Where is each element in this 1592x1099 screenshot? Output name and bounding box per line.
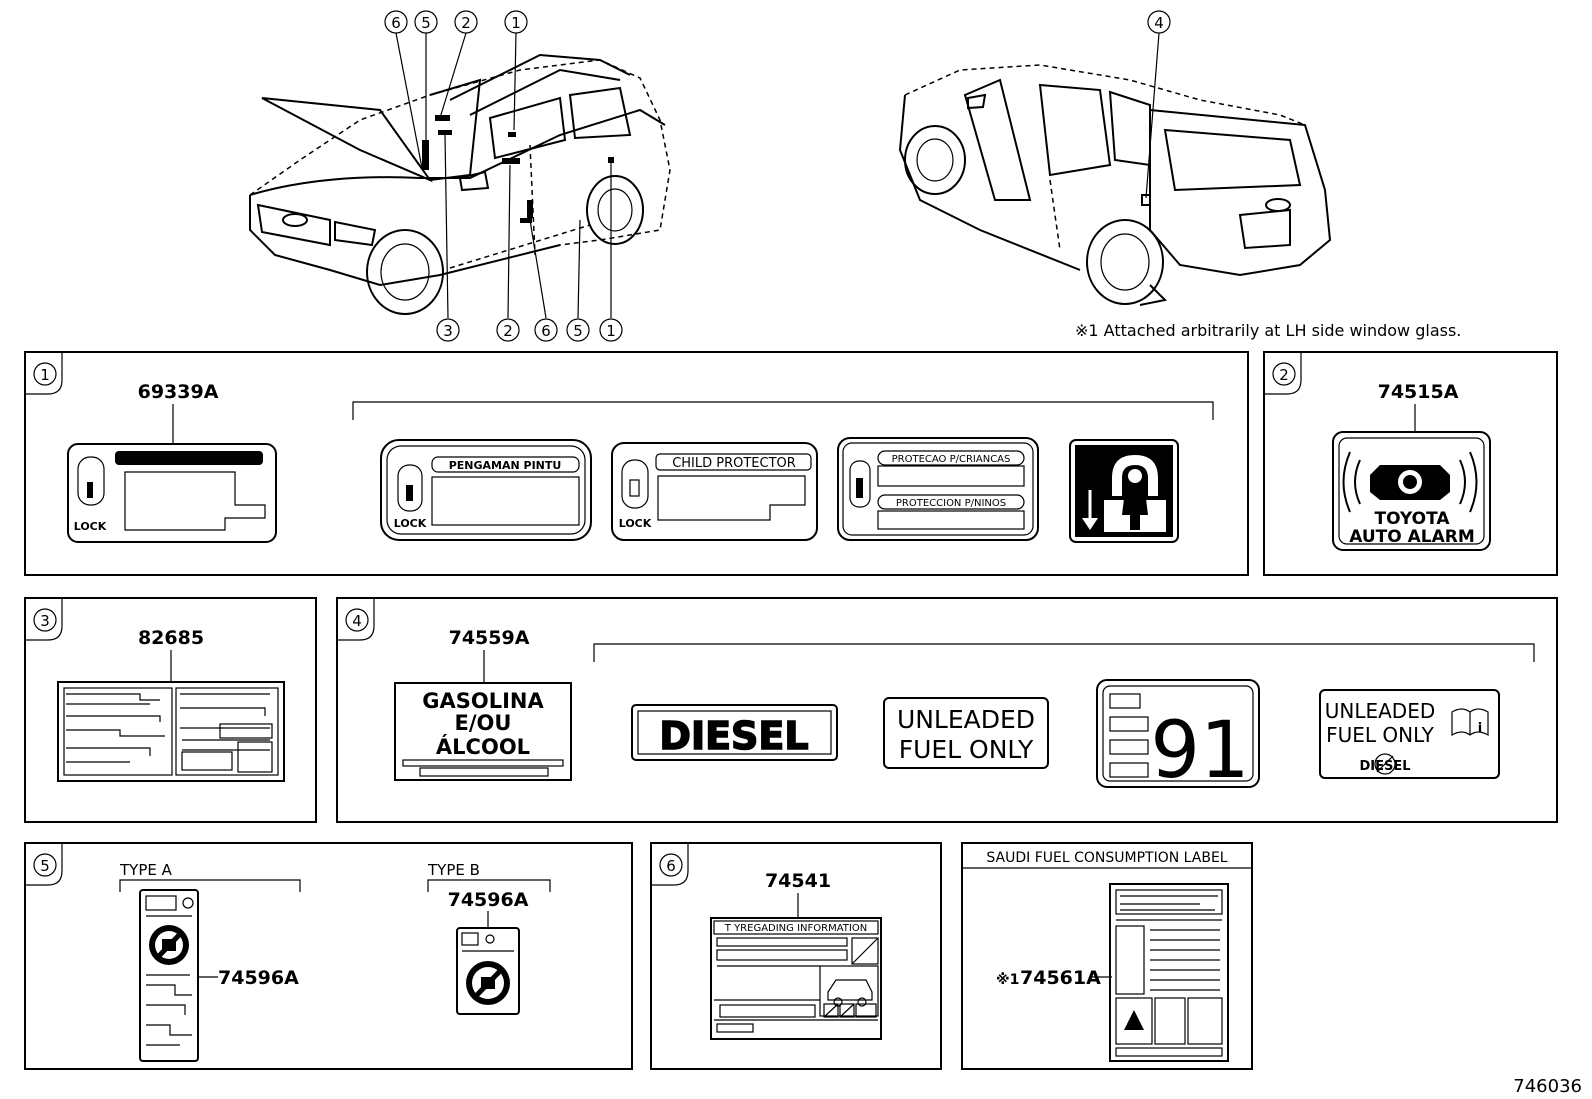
svg-text:i: i (1478, 721, 1482, 736)
panel-2: 2 74515A TOYOTA AUTO ALARM (1263, 351, 1558, 576)
svg-text:UNLEADED: UNLEADED (897, 705, 1035, 734)
svg-text:TOYOTA: TOYOTA (1374, 509, 1450, 529)
svg-text:TYPE B: TYPE B (427, 861, 480, 879)
svg-text:TYPE A: TYPE A (119, 861, 173, 879)
svg-text:PROTECAO P/CRIANCAS: PROTECAO P/CRIANCAS (892, 454, 1011, 465)
diagram-number: 746036 (1513, 1076, 1582, 1097)
callout-6: 6 (391, 14, 401, 32)
part-82685: 82685 (138, 627, 204, 649)
part-69339A: 69339A (138, 381, 219, 403)
callout-1-bottom: 1 (606, 322, 616, 340)
svg-text:DIESEL: DIESEL (1359, 759, 1410, 774)
panel-7: SAUDI FUEL CONSUMPTION LABEL ※1 74561A (961, 842, 1253, 1070)
callout-5: 5 (421, 14, 431, 32)
car-front-view (249, 10, 671, 342)
svg-text:LOCK: LOCK (74, 520, 107, 533)
svg-text:AUTO ALARM: AUTO ALARM (1349, 527, 1475, 547)
svg-text:1: 1 (40, 366, 50, 384)
attachment-note: ※1 Attached arbitrarily at LH side windo… (1075, 321, 1461, 340)
svg-text:GASOLINA: GASOLINA (422, 689, 544, 713)
callout-5-bottom: 5 (573, 322, 583, 340)
svg-text:DIESEL: DIESEL (659, 714, 808, 758)
svg-text:2: 2 (1279, 366, 1289, 384)
callout-4: 4 (1154, 14, 1164, 32)
svg-text:4: 4 (352, 612, 362, 630)
part-74561A: 74561A (1020, 967, 1101, 989)
callout-2-bottom: 2 (503, 322, 513, 340)
svg-text:FUEL ONLY: FUEL ONLY (1326, 723, 1434, 747)
svg-text:LOCK: LOCK (619, 517, 652, 530)
svg-text:FUEL ONLY: FUEL ONLY (899, 735, 1034, 764)
svg-text:ÁLCOOL: ÁLCOOL (436, 734, 530, 759)
callout-1: 1 (511, 14, 521, 32)
svg-text:UNLEADED: UNLEADED (1325, 699, 1436, 723)
panel-5: 5 TYPE A TYPE B 74596A 74596A (24, 842, 633, 1070)
svg-text:E/OU: E/OU (455, 711, 512, 735)
svg-text:※1: ※1 (996, 972, 1019, 988)
part-74541: 74541 (765, 870, 831, 892)
svg-text:CHILD PROTECTOR: CHILD PROTECTOR (672, 456, 796, 471)
callout-3-bottom: 3 (443, 322, 453, 340)
svg-text:3: 3 (40, 612, 50, 630)
car-rear-view (898, 10, 1332, 306)
panel-6: 6 74541 T YREGADING INFORMATION (650, 842, 942, 1070)
svg-text:6: 6 (666, 857, 676, 875)
callout-6-bottom: 6 (541, 322, 551, 340)
saudi-label-title: SAUDI FUEL CONSUMPTION LABEL (986, 850, 1227, 866)
svg-text:PROTECCION P/NINOS: PROTECCION P/NINOS (896, 498, 1006, 509)
svg-text:5: 5 (40, 857, 50, 875)
svg-text:74596A: 74596A (218, 967, 299, 989)
svg-text:PENGAMAN PINTU: PENGAMAN PINTU (449, 459, 562, 472)
svg-text:91: 91 (1150, 706, 1249, 796)
svg-text:LOCK: LOCK (394, 517, 427, 530)
panel-1: 1 69339A ฉอถ ฉรฉจ LOCK PENGAMAN PINTU LO… (24, 351, 1249, 576)
callout-2: 2 (461, 14, 471, 32)
svg-text:T YREGADING INFORMATION: T YREGADING INFORMATION (724, 923, 867, 934)
svg-text:74596A: 74596A (448, 889, 529, 911)
panel-3: 3 82685 (24, 597, 317, 823)
svg-text:ฉอถ ฉรฉจ: ฉอถ ฉรฉจ (161, 451, 218, 465)
part-74559A: 74559A (449, 627, 530, 649)
part-74515A: 74515A (1378, 381, 1459, 403)
panel-4: 4 74559A GASOLINA E/OU ÁLCOOL DIESEL UNL… (336, 597, 1558, 823)
